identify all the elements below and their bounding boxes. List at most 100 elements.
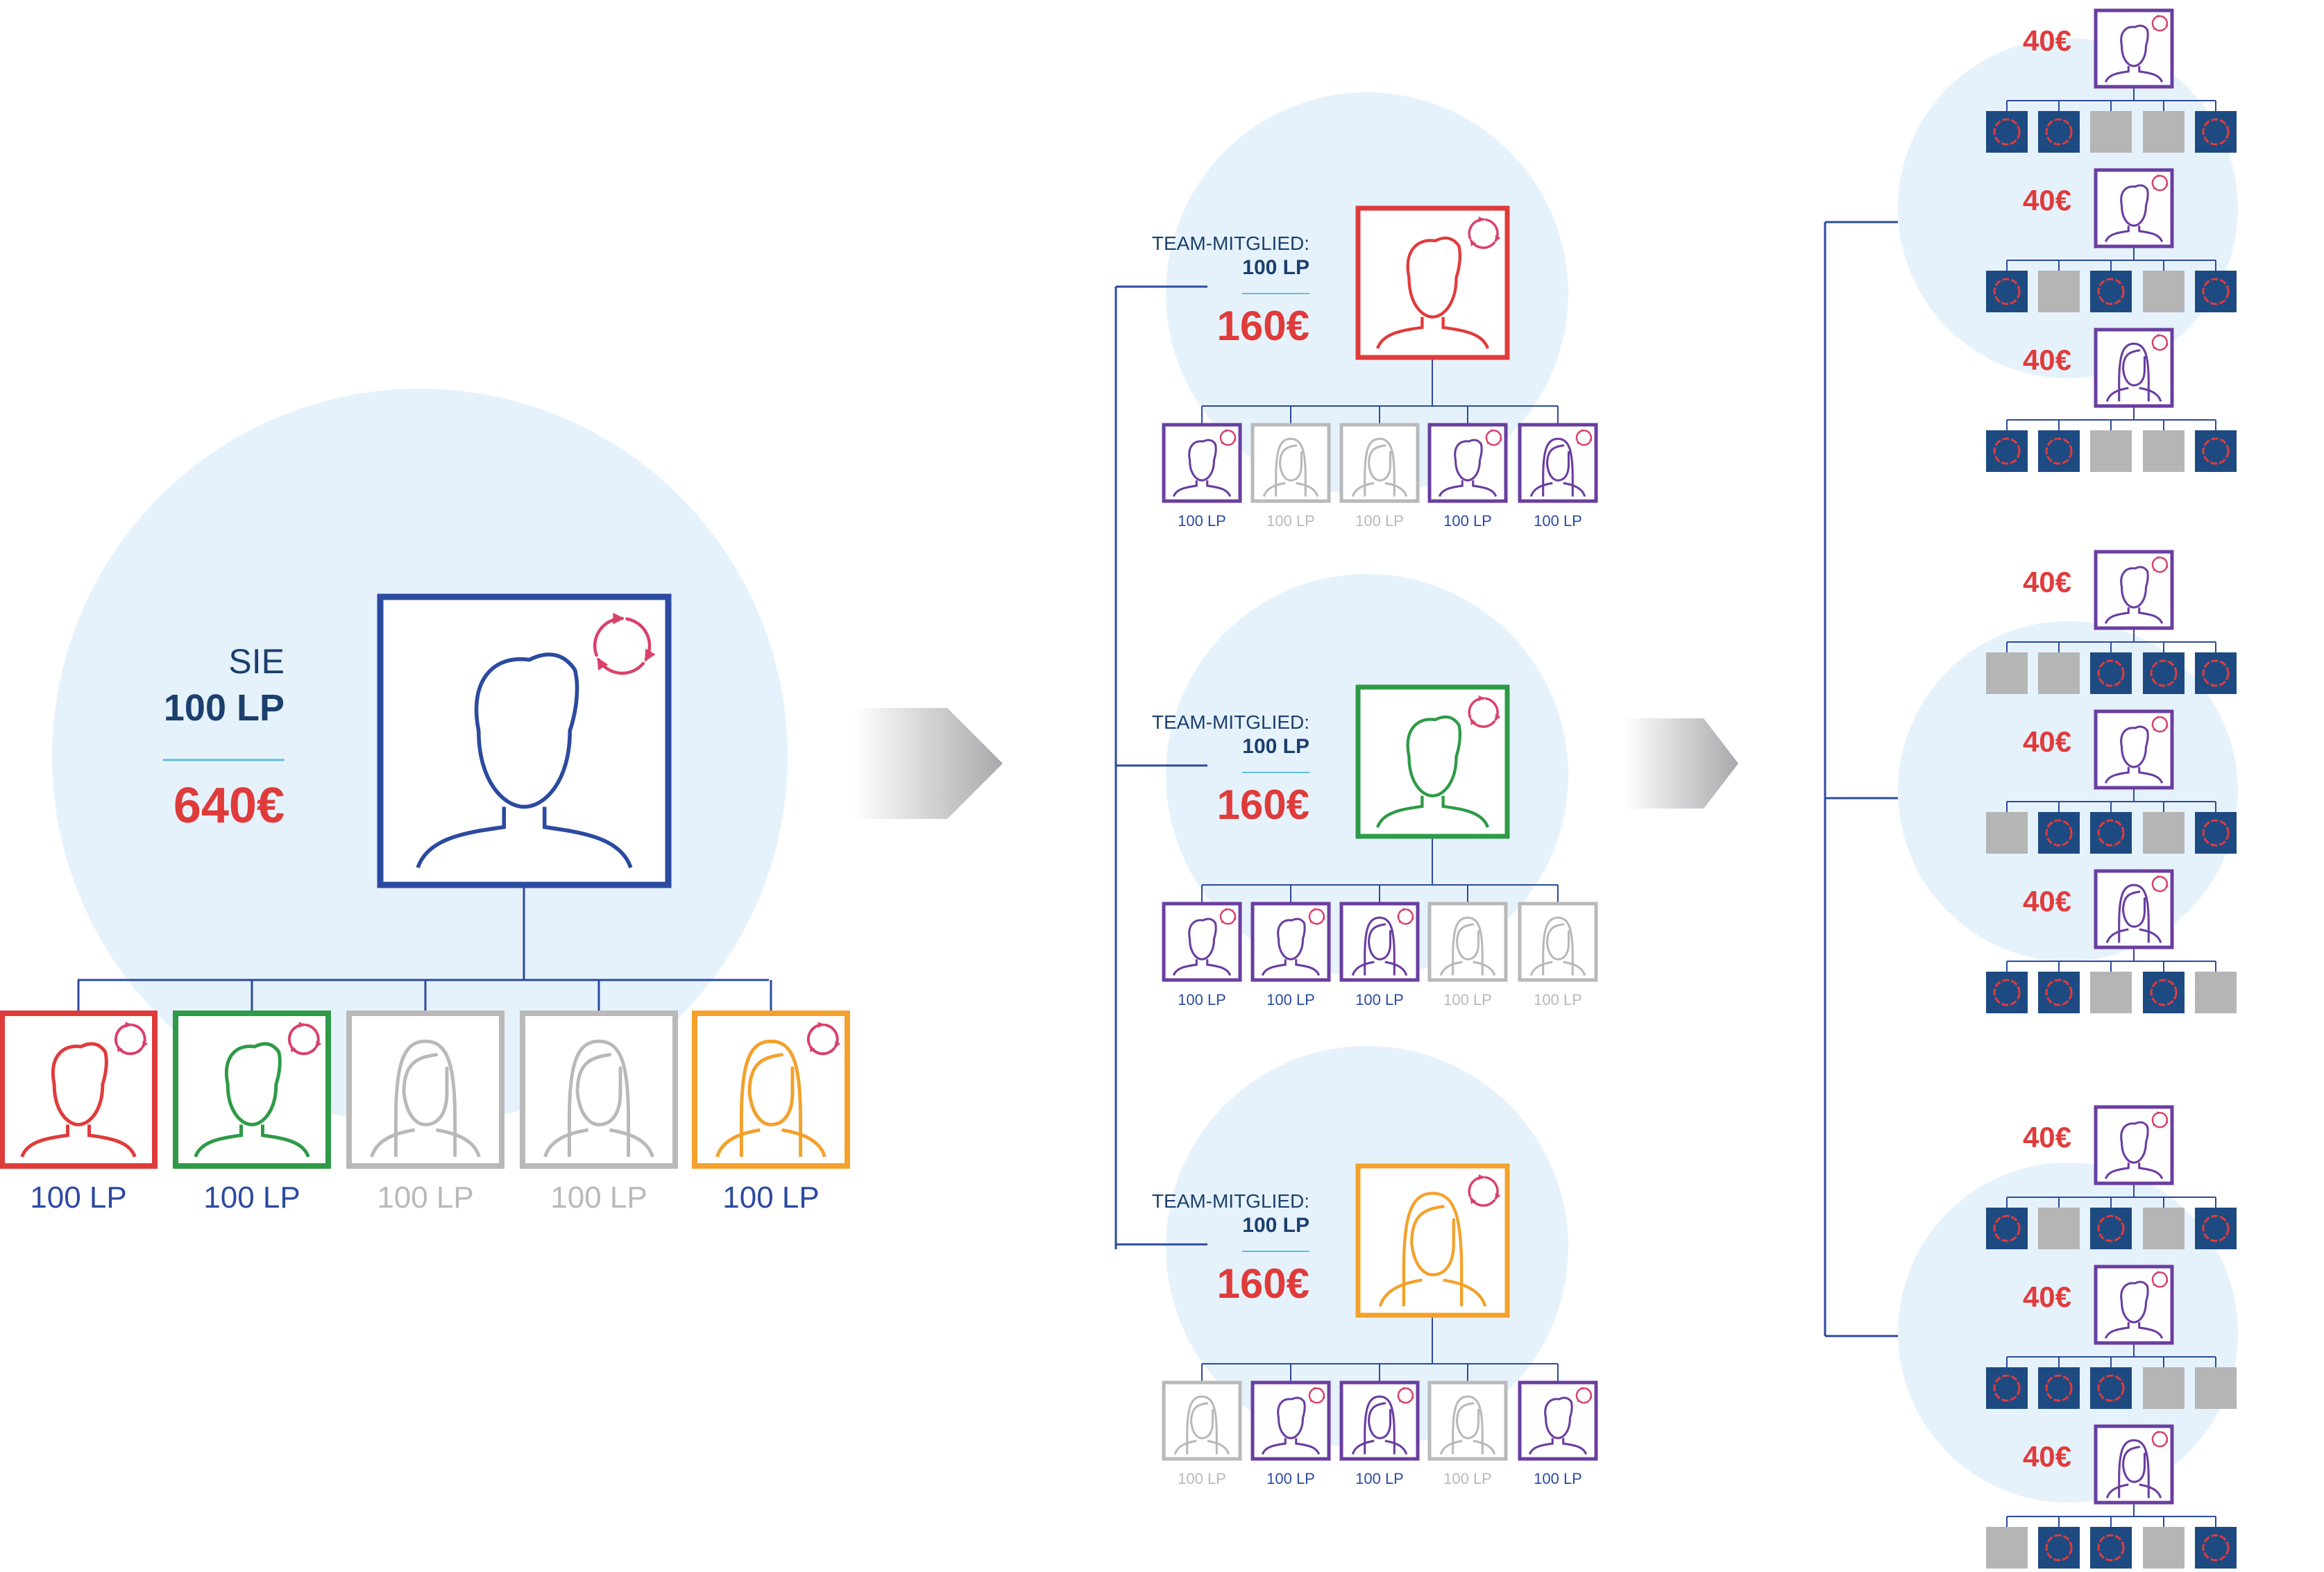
shoulders-outline (2104, 607, 2164, 625)
sub-member-avatar (1518, 423, 1598, 503)
sub-member-avatar (1162, 902, 1242, 982)
shoulders-outline (1173, 1439, 1230, 1455)
tile-inactive (1986, 812, 2028, 854)
tile-ring (2045, 437, 2073, 465)
avatar-frame (1162, 423, 1242, 503)
sub-member-lp: 100 LP (1266, 1470, 1315, 1487)
member-lp-label: 100 LP (30, 1181, 126, 1215)
sync-arrowhead (1590, 1396, 1593, 1400)
tile-active (2038, 1527, 2080, 1569)
tile-active (2090, 271, 2132, 312)
sync-arrowhead (1581, 1387, 1585, 1390)
head-outline (1277, 918, 1306, 961)
avatar-frame (1427, 1380, 1508, 1461)
tile-inactive (2195, 972, 2237, 1013)
shoulders-outline (2104, 66, 2164, 83)
head-outline (2120, 24, 2149, 67)
tile-inactive (2143, 812, 2185, 854)
sub-member-avatar (1250, 902, 1331, 982)
sync-arrowhead (2157, 174, 2161, 178)
sub-member-avatar (1162, 423, 1242, 503)
sync-arrowhead (2166, 884, 2169, 888)
shoulders-outline (2105, 928, 2162, 943)
tile-ring (2150, 659, 2178, 687)
tile-inactive (2143, 1527, 2185, 1569)
face-outline (1545, 923, 1570, 961)
sub-member-lp: 100 LP (1178, 512, 1226, 530)
hair-outline (567, 1039, 631, 1157)
tile-inactive (1986, 652, 2028, 694)
sub-member-lp: 100 LP (1178, 991, 1226, 1008)
avatar-frame (1355, 205, 1510, 360)
head-outline (1188, 439, 1217, 482)
tile-square (2090, 111, 2132, 153)
sub-member-lp: 100 LP (1266, 512, 1315, 530)
tile-inactive (2143, 430, 2185, 472)
tile-ring (1993, 278, 2021, 305)
sync-arrowhead (117, 1045, 124, 1053)
sync-arrowhead (2153, 1442, 2157, 1446)
sync-arrowhead (1500, 438, 1503, 442)
sync-arrowhead (2166, 1439, 2169, 1444)
shoulders-outline (1351, 482, 1408, 497)
tile-square (2090, 972, 2132, 1013)
sync-arrowhead (1478, 1174, 1485, 1181)
tile-active (2195, 1527, 2237, 1569)
avatar-frame (2094, 550, 2174, 630)
tile-active (2090, 1208, 2132, 1249)
shoulders-outline (1528, 1438, 1588, 1455)
shoulders-outline (1439, 1439, 1496, 1455)
group-amount: 40€ (2023, 725, 2071, 758)
tile-ring (2045, 118, 2073, 146)
face-outline (2121, 1446, 2146, 1483)
sync-arrowhead (817, 1022, 824, 1028)
group-amount: 40€ (2023, 885, 2071, 918)
tile-ring (2097, 659, 2125, 687)
tile-square (2143, 1527, 2185, 1569)
tile-square (2143, 652, 2185, 694)
sync-arrowhead (2166, 24, 2169, 28)
avatar-frame (1518, 423, 1598, 503)
tile-square (2143, 972, 2185, 1013)
tile-square (2090, 1527, 2132, 1569)
team-lead-avatar (1355, 205, 1510, 360)
head-outline (51, 1042, 108, 1126)
shoulders-outline (194, 1124, 310, 1158)
team-label: TEAM-MITGLIED: (1152, 233, 1309, 254)
sync-arrowhead (1470, 718, 1477, 725)
sync-arrowhead (597, 657, 609, 670)
group-avatar (2094, 550, 2174, 630)
tile-square (2038, 111, 2080, 153)
tile-ring (2045, 1534, 2073, 1562)
flow-arrow (854, 708, 1003, 819)
hair-outline (2118, 884, 2150, 943)
sync-arrowhead (1495, 713, 1501, 721)
group-avatar (2094, 709, 2174, 790)
sync-arrowhead (835, 1040, 841, 1048)
avatar-frame (1250, 423, 1331, 503)
tile-square (2195, 271, 2237, 312)
tile-active (2090, 1527, 2132, 1569)
sync-arrowhead (1221, 441, 1225, 445)
group-amount: 40€ (2023, 1281, 2071, 1313)
tile-ring (2097, 1215, 2125, 1242)
tile-square (2195, 111, 2237, 153)
sub-member-avatar (1427, 902, 1508, 982)
tile-ring (2202, 278, 2230, 305)
member-lp-label: 100 LP (550, 1181, 647, 1215)
shoulders-outline (1378, 1278, 1487, 1307)
sub-member-lp: 100 LP (1443, 1470, 1492, 1487)
sync-arrowhead (2166, 343, 2169, 347)
avatar-frame (1162, 902, 1242, 982)
sync-arrowhead (1478, 695, 1485, 702)
sync-arrowhead (1323, 1396, 1326, 1400)
tile-ring (2202, 118, 2230, 146)
sync-arrowhead (1470, 239, 1477, 246)
tile-active (2143, 652, 2185, 694)
tile-ring (1993, 1374, 2021, 1402)
tile-active (1986, 972, 2028, 1013)
tile-active (1986, 271, 2028, 312)
hair-outline (1452, 916, 1484, 976)
sub-member-avatar (1427, 1380, 1508, 1461)
sub-member-lp: 100 LP (1534, 991, 1582, 1008)
